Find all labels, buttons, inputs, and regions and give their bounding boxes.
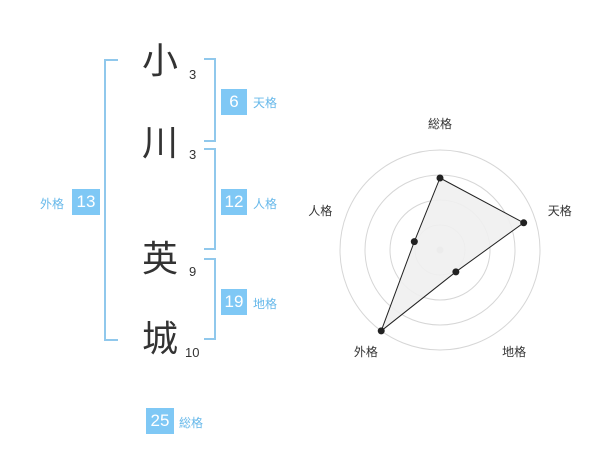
gaikaku-label: 外格 <box>40 197 65 211</box>
radar-axis-label-3: 地格 <box>502 344 526 359</box>
radar-point-4 <box>377 327 385 335</box>
jinkaku-label: 人格 <box>253 197 278 211</box>
tenkaku-value: 6 <box>221 89 247 115</box>
radar-point-3 <box>452 268 460 276</box>
stroke-count-2: 3 <box>189 147 197 162</box>
radar-axis-label-2: 天格 <box>548 203 572 218</box>
tenkaku-label: 天格 <box>253 96 278 110</box>
name-char-4: 城 <box>141 319 178 360</box>
gaikaku-value: 13 <box>72 189 100 215</box>
radar-point-5 <box>410 238 418 246</box>
jinkaku-value: 12 <box>221 189 247 215</box>
radar-series-area <box>380 177 525 333</box>
stroke-count-1: 3 <box>189 67 197 82</box>
stroke-count-4: 10 <box>185 345 200 360</box>
radar-point-1 <box>436 174 444 182</box>
radar-point-2 <box>520 219 528 227</box>
soukaku-label: 総格 <box>179 416 204 430</box>
name-char-3: 英 <box>141 239 178 280</box>
chikaku-label: 地格 <box>253 297 278 311</box>
stroke-count-3: 9 <box>189 264 197 279</box>
name-char-2: 川 <box>141 123 178 164</box>
radar-axis-label-4: 外格 <box>354 344 378 359</box>
jinkaku-bracket <box>204 148 216 250</box>
radar-axis-label-5: 人格 <box>308 203 332 218</box>
radar-ring-4 <box>339 149 541 351</box>
name-char-1: 小 <box>141 41 178 82</box>
tenkaku-bracket <box>204 58 216 142</box>
soukaku-value: 25 <box>146 408 174 434</box>
chikaku-bracket <box>204 258 216 340</box>
gaikaku-bracket <box>104 59 118 341</box>
chikaku-value: 19 <box>221 289 247 315</box>
radar-axis-label-1: 総格 <box>428 116 452 131</box>
